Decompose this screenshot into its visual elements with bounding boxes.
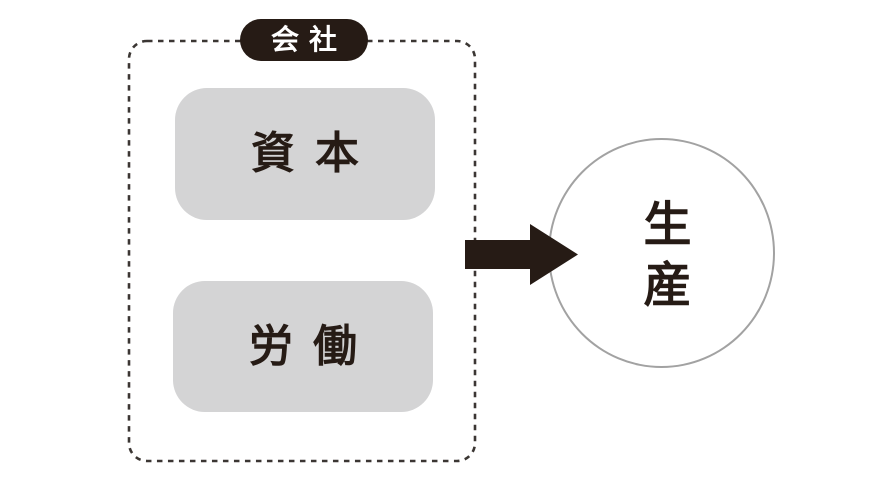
company-badge-label: 会社 <box>270 24 347 55</box>
production-label: 生産 <box>635 199 689 319</box>
capital-box-label: 資本 <box>251 129 379 178</box>
labor-box-label: 労働 <box>249 321 377 371</box>
labor-box: 労働 <box>173 281 433 412</box>
company-badge: 会社 <box>240 19 368 61</box>
capital-box: 資本 <box>175 88 435 220</box>
production-circle: 生産 <box>548 138 775 368</box>
arrow-right-icon <box>465 224 578 285</box>
